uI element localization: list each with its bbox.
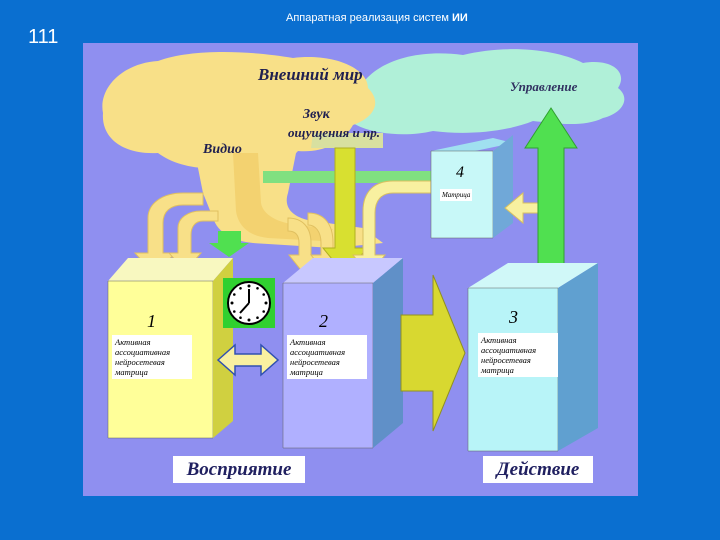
sound-cloud [353, 49, 625, 135]
box2-text: Активная ассоциативная нейросетевая матр… [287, 335, 367, 379]
sensations-label: ощущения и пр. [288, 125, 380, 140]
box2-side [373, 258, 403, 448]
external-world-label: Внешний мир [258, 65, 363, 84]
box2-top [283, 258, 403, 283]
clock-icon [227, 281, 271, 325]
video-stem-shade [233, 153, 333, 241]
box1-top [108, 258, 233, 281]
arrow-into-box1-center [167, 210, 219, 272]
box4-number: 4 [456, 164, 464, 181]
sound-label: Звук [303, 107, 330, 122]
box4-side [493, 135, 513, 238]
action-caption: Действие [483, 456, 593, 483]
video-label: Видио [203, 142, 242, 157]
arrow-box2-to-box3 [400, 274, 466, 432]
control-arrow [524, 107, 578, 272]
box3-side [558, 263, 598, 451]
box3-number: 3 [509, 307, 518, 327]
box2-number: 2 [319, 311, 328, 331]
arrow-into-box1-left [133, 192, 204, 276]
diagram-panel: Внешний мир Управление Звук ощущения и п… [83, 43, 638, 496]
slide-title-text: Аппаратная реализация систем [286, 12, 452, 24]
box4-text: Матрица [440, 189, 473, 201]
box3-text: Активная ассоциативная нейросетевая матр… [478, 333, 558, 377]
arrow-box1-box2 [216, 343, 280, 377]
slide-number: 111 [28, 26, 59, 48]
external-world-cloud [102, 52, 376, 169]
box3-top [468, 263, 598, 288]
green-arrow-down [209, 231, 249, 257]
box1-number: 1 [147, 311, 156, 331]
slide-title: Аппаратная реализация систем ИИ [286, 12, 468, 24]
diagram-canvas [102, 49, 625, 452]
box1-text: Активная ассоциативная нейросетевая матр… [112, 335, 192, 379]
sensation-shaft [311, 133, 383, 148]
perception-caption: Восприятие [173, 456, 305, 483]
slide-title-acronym: ИИ [451, 12, 468, 24]
control-label: Управление [510, 79, 578, 94]
